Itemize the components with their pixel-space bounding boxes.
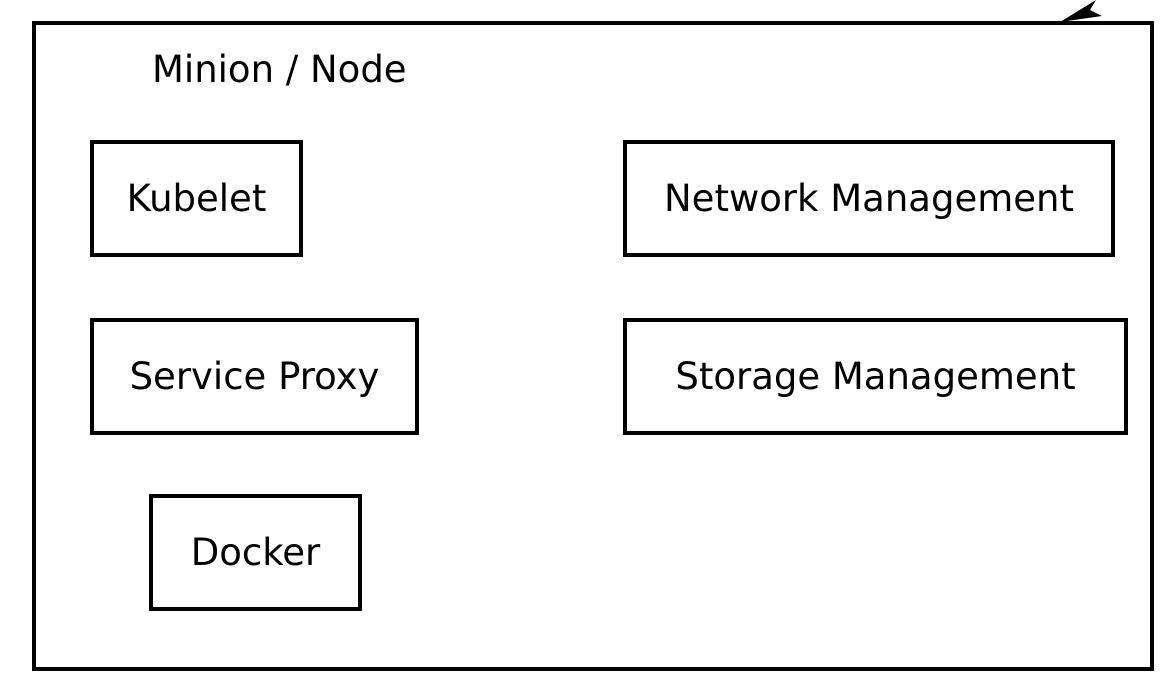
- network-management-box: Network Management: [623, 140, 1115, 257]
- kubelet-box: Kubelet: [90, 140, 303, 257]
- kubelet-label: Kubelet: [126, 177, 267, 220]
- storage-management-label: Storage Management: [675, 355, 1076, 398]
- service-proxy-box: Service Proxy: [90, 318, 419, 435]
- node-title: Minion / Node: [152, 48, 407, 91]
- node-container: [32, 21, 1154, 671]
- incoming-arrowhead-icon: [1060, 0, 1102, 22]
- docker-box: Docker: [149, 494, 362, 611]
- docker-label: Docker: [190, 531, 321, 574]
- storage-management-box: Storage Management: [623, 318, 1128, 435]
- network-management-label: Network Management: [664, 177, 1074, 220]
- service-proxy-label: Service Proxy: [129, 355, 380, 398]
